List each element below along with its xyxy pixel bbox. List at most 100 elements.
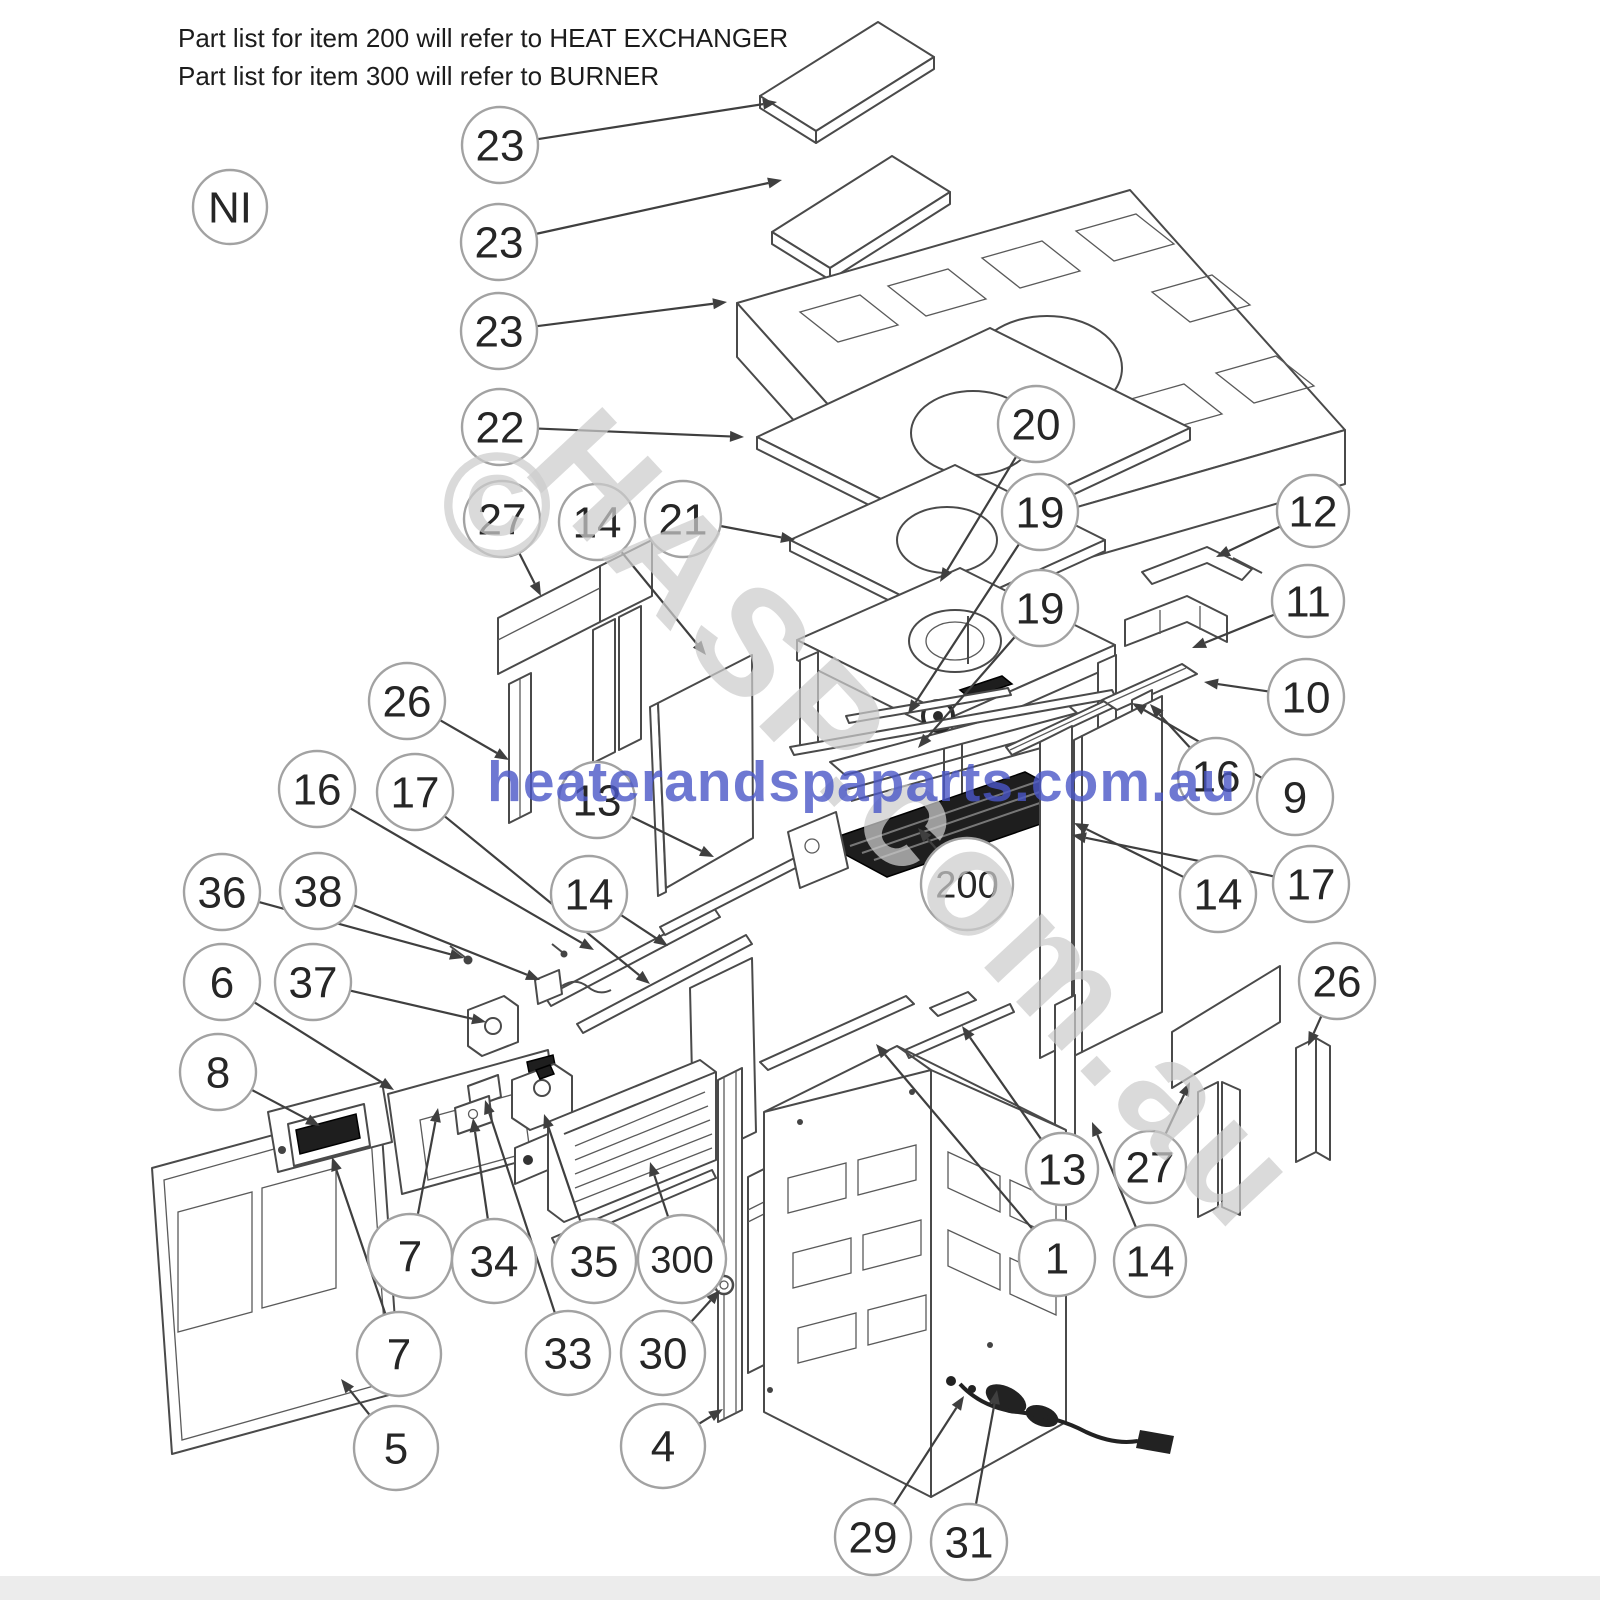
- callout-label-27: 27: [478, 495, 527, 544]
- callout-label-36: 36: [198, 868, 247, 917]
- callout-7: 7: [366, 1212, 454, 1300]
- callout-label-30: 30: [639, 1329, 688, 1378]
- callout-label-33: 33: [544, 1329, 593, 1378]
- part-thermostat-37: [467, 995, 519, 1057]
- leader-300: [649, 1162, 670, 1218]
- part-angle-strip-19b: [845, 687, 1012, 724]
- callout-label-31: 31: [945, 1518, 994, 1567]
- part-corner-channel-right: [1197, 1081, 1241, 1218]
- part-top-lid-1: [759, 21, 935, 144]
- callout-label-NI: NI: [208, 183, 252, 232]
- callout-label-29: 29: [849, 1513, 898, 1562]
- callout-label-5: 5: [384, 1424, 408, 1473]
- bottom-scan-band: [0, 1576, 1600, 1600]
- callout-label-20: 20: [1012, 400, 1061, 449]
- callout-NI: NI: [191, 168, 269, 246]
- callout-label-23: 23: [475, 218, 524, 267]
- callout-12: 12: [1275, 473, 1351, 549]
- leader-23: [536, 298, 727, 328]
- callout-label-26: 26: [1313, 957, 1362, 1006]
- callout-label-19: 19: [1016, 488, 1065, 537]
- copyright-watermark: ©: [442, 421, 553, 589]
- callout-30: 30: [619, 1309, 707, 1397]
- callout-11: 11: [1270, 563, 1346, 639]
- part-refractory-panel-14: [649, 654, 754, 897]
- callout-label-35: 35: [570, 1237, 619, 1286]
- part-channel-mid: [592, 605, 642, 764]
- callout-14: 14: [1112, 1223, 1188, 1299]
- leader-12: [1216, 525, 1281, 557]
- callout-35: 35: [550, 1217, 638, 1305]
- callout-33: 33: [524, 1309, 612, 1397]
- callout-16: 16: [1176, 736, 1256, 816]
- leader-16: [1150, 704, 1192, 749]
- leader-21: [720, 524, 795, 543]
- leader-38: [352, 904, 540, 980]
- callout-label-26: 26: [383, 677, 432, 726]
- callout-label-37: 37: [289, 958, 338, 1007]
- callout-label-34: 34: [470, 1237, 519, 1286]
- part-wiring-harness-29-31: [946, 1376, 1174, 1454]
- leader-13: [962, 1026, 1043, 1141]
- leader-27: [518, 552, 541, 596]
- callout-14: 14: [549, 854, 629, 934]
- callout-label-16: 16: [1192, 752, 1241, 801]
- callout-label-23: 23: [475, 307, 524, 356]
- callout-label-14: 14: [1126, 1237, 1175, 1286]
- callout-label-7: 7: [387, 1330, 411, 1379]
- callout-200: 200: [919, 836, 1015, 932]
- callout-6: 6: [182, 942, 262, 1022]
- callout-label-38: 38: [294, 867, 343, 916]
- callout-label-10: 10: [1282, 673, 1331, 722]
- leader-14: [1074, 823, 1185, 879]
- part-strip-26: [508, 672, 532, 824]
- callout-label-19: 19: [1016, 584, 1065, 633]
- leader-19: [918, 635, 1016, 748]
- leader-17: [443, 815, 650, 984]
- leader-33: [484, 1100, 556, 1314]
- part-tall-panel-right-2: [1073, 695, 1163, 1057]
- header-line-2: Part list for item 300 will refer to BUR…: [178, 61, 659, 91]
- callout-label-16: 16: [293, 765, 342, 814]
- leader-11: [1192, 613, 1276, 648]
- callout-26: 26: [1297, 941, 1377, 1021]
- callout-label-23: 23: [476, 121, 525, 170]
- callout-label-7: 7: [398, 1232, 422, 1281]
- leader-200: [918, 828, 938, 851]
- part-folded-sheet-27: [497, 539, 653, 675]
- leader-5: [341, 1379, 371, 1416]
- callout-19: 19: [1000, 568, 1080, 648]
- callout-label-1: 1: [1045, 1234, 1069, 1283]
- leader-lines: [251, 98, 1323, 1506]
- callout-label-8: 8: [206, 1048, 230, 1097]
- callout-22: 22: [460, 387, 540, 467]
- callout-14: 14: [557, 482, 637, 562]
- leader-23: [537, 98, 777, 141]
- callout-16: 16: [277, 749, 357, 829]
- leader-30: [690, 1290, 720, 1323]
- leader-1: [876, 1044, 1034, 1230]
- callout-14: 14: [1178, 854, 1258, 934]
- callout-27: 27: [462, 479, 542, 559]
- callout-label-4: 4: [651, 1422, 675, 1471]
- callout-label-12: 12: [1289, 487, 1338, 536]
- part-sheet-27b: [1171, 965, 1281, 1089]
- part-sensor-38: [534, 969, 612, 1005]
- callout-label-22: 22: [476, 403, 525, 452]
- callout-13: 13: [557, 760, 637, 840]
- leader-10: [1204, 678, 1269, 693]
- leader-20: [940, 455, 1018, 582]
- leader-26: [439, 719, 509, 760]
- leader-27: [1164, 1082, 1190, 1135]
- callout-label-14: 14: [565, 870, 614, 919]
- leader-22: [537, 427, 744, 442]
- callout-20: 20: [996, 384, 1076, 464]
- callout-29: 29: [833, 1497, 913, 1577]
- callout-7: 7: [355, 1310, 443, 1398]
- callout-label-21: 21: [659, 495, 708, 544]
- callout-label-300: 300: [650, 1239, 713, 1281]
- callout-26: 26: [367, 661, 447, 741]
- leader-37: [349, 989, 486, 1025]
